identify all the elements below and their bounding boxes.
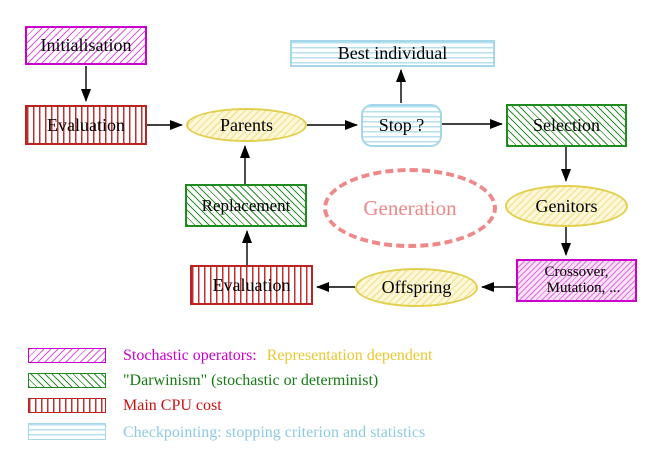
legend-swatch-darwinism xyxy=(28,373,106,388)
parents-label: Parents xyxy=(220,114,273,135)
offspring-label: Offspring xyxy=(381,277,452,298)
legend-stochastic-label: Stochastic operators: xyxy=(123,347,257,364)
initialisation-label: Initialisation xyxy=(40,35,132,56)
legend-representation-label: Representation dependent xyxy=(266,347,433,364)
crossover-label-line2: Mutation, ... xyxy=(546,279,621,296)
node-selection: Selection xyxy=(506,104,627,147)
node-stop: Stop ? xyxy=(361,104,442,147)
node-offspring: Offspring xyxy=(355,268,478,307)
genitors-label: Genitors xyxy=(535,195,598,216)
evaluation-top-label: Evaluation xyxy=(47,114,125,135)
node-evaluation-top: Evaluation xyxy=(25,105,147,145)
node-replacement: Replacement xyxy=(185,184,307,227)
node-genitors: Genitors xyxy=(505,185,628,227)
node-evaluation-bottom: Evaluation xyxy=(190,265,313,305)
best-individual-label: Best individual xyxy=(337,43,448,64)
crossover-label-line1: Crossover, xyxy=(544,263,609,280)
stop-label: Stop ? xyxy=(378,115,425,136)
legend-cpu-label: Main CPU cost xyxy=(123,397,222,414)
selection-label: Selection xyxy=(533,115,600,136)
node-parents: Parents xyxy=(186,108,307,142)
generation-label: Generation xyxy=(363,195,457,220)
evaluation-bottom-label: Evaluation xyxy=(212,274,291,295)
node-crossover-mutation: Crossover, Mutation, ... xyxy=(516,259,637,302)
replacement-label: Replacement xyxy=(201,195,291,215)
generation-cycle-ellipse: Generation xyxy=(323,168,497,248)
legend-swatch-checkpointing xyxy=(28,423,106,440)
node-best-individual: Best individual xyxy=(290,40,495,67)
legend-row-stochastic: Stochastic operators: Representation depe… xyxy=(123,347,432,365)
legend-swatch-cpu xyxy=(28,398,106,413)
legend-swatch-stochastic xyxy=(28,348,106,363)
node-initialisation: Initialisation xyxy=(25,26,147,65)
legend-darwinism-label: "Darwinism" (stochastic or determinist) xyxy=(123,372,379,389)
legend-checkpointing-label: Checkpointing: stopping criterion and st… xyxy=(123,424,426,441)
